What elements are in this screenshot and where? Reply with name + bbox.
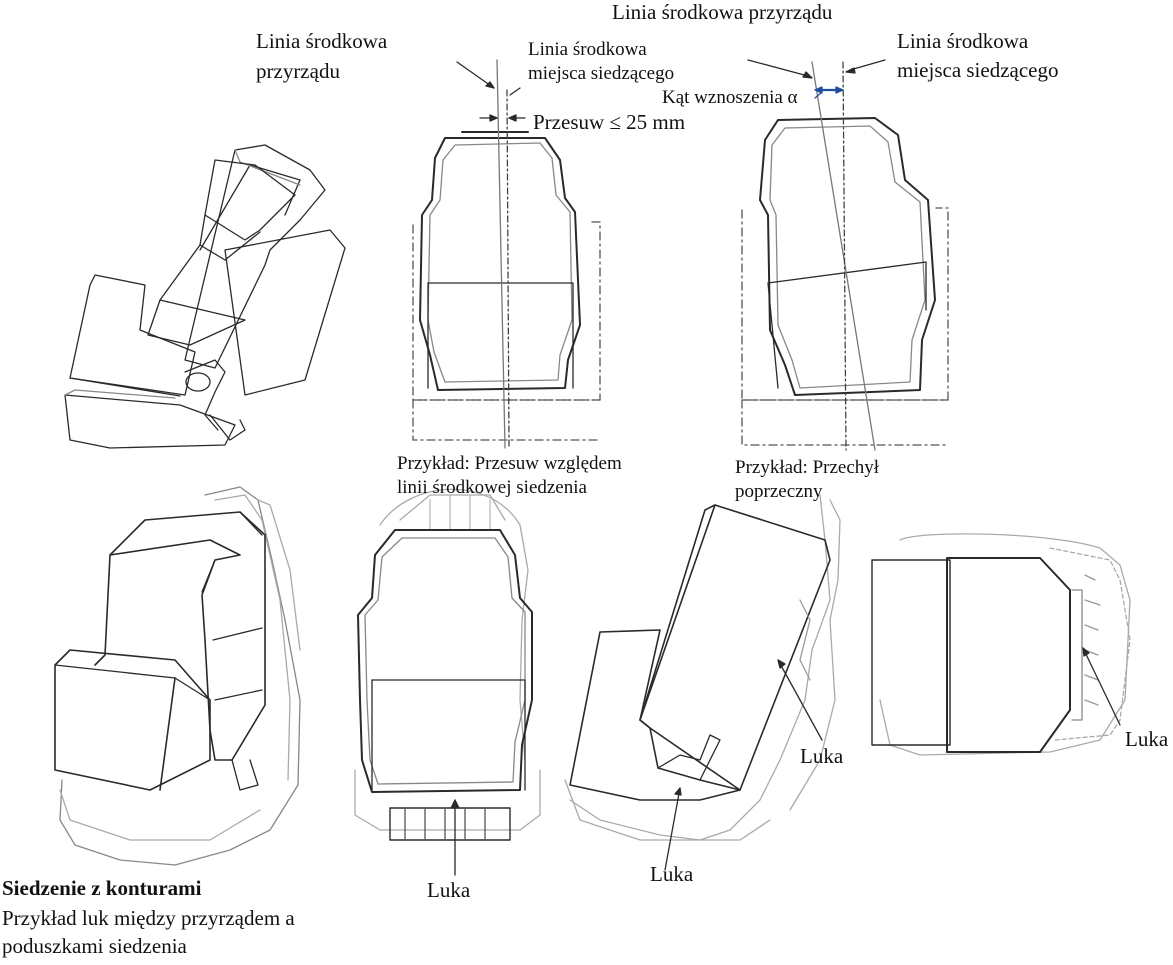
gap-label-side: Luka: [800, 744, 844, 768]
gap-label-side-bottom: Luka: [650, 862, 694, 886]
offset-label: Przesuw ≤ 25 mm: [533, 110, 686, 134]
example-offset-label-1: Przykład: Przesuw względem: [397, 453, 622, 474]
mid-seat-centerline-label-1: Linia środkowa: [528, 39, 647, 60]
seat-front-view-offset: [413, 60, 600, 448]
mid-seat-centerline-label-2: miejsca siedzącego: [528, 63, 675, 84]
left-instrument-centerline-label-2: przyrządu: [256, 59, 340, 83]
angle-label: Kąt wznoszenia α: [662, 87, 798, 108]
right-seat-centerline-label-2: miejsca siedzącego: [897, 58, 1059, 82]
caption-line-2: poduszkami siedzenia: [2, 934, 187, 958]
gap-label-top: Luka: [1125, 727, 1169, 751]
seat-front-view-tilt: [742, 60, 948, 450]
seat-side-view-top-left: [65, 145, 345, 448]
caption-line-1: Przykład luk między przyrządem a: [2, 906, 295, 930]
contoured-seat-left: [55, 487, 300, 865]
contoured-seat-front: [355, 489, 540, 875]
gap-label-front: Luka: [427, 878, 471, 902]
contoured-seat-side: [565, 495, 840, 870]
top-instrument-centerline-label: Linia środkowa przyrządu: [612, 0, 833, 24]
caption-title: Siedzenie z konturami: [2, 876, 202, 900]
contoured-seat-top: [872, 534, 1130, 755]
left-instrument-centerline-label-1: Linia środkowa: [256, 29, 388, 53]
example-tilt-label-2: poprzeczny: [735, 481, 823, 502]
example-tilt-label-1: Przykład: Przechył: [735, 457, 880, 478]
example-offset-label-2: linii środkowej siedzenia: [397, 477, 587, 498]
right-seat-centerline-label-1: Linia środkowa: [897, 29, 1029, 53]
